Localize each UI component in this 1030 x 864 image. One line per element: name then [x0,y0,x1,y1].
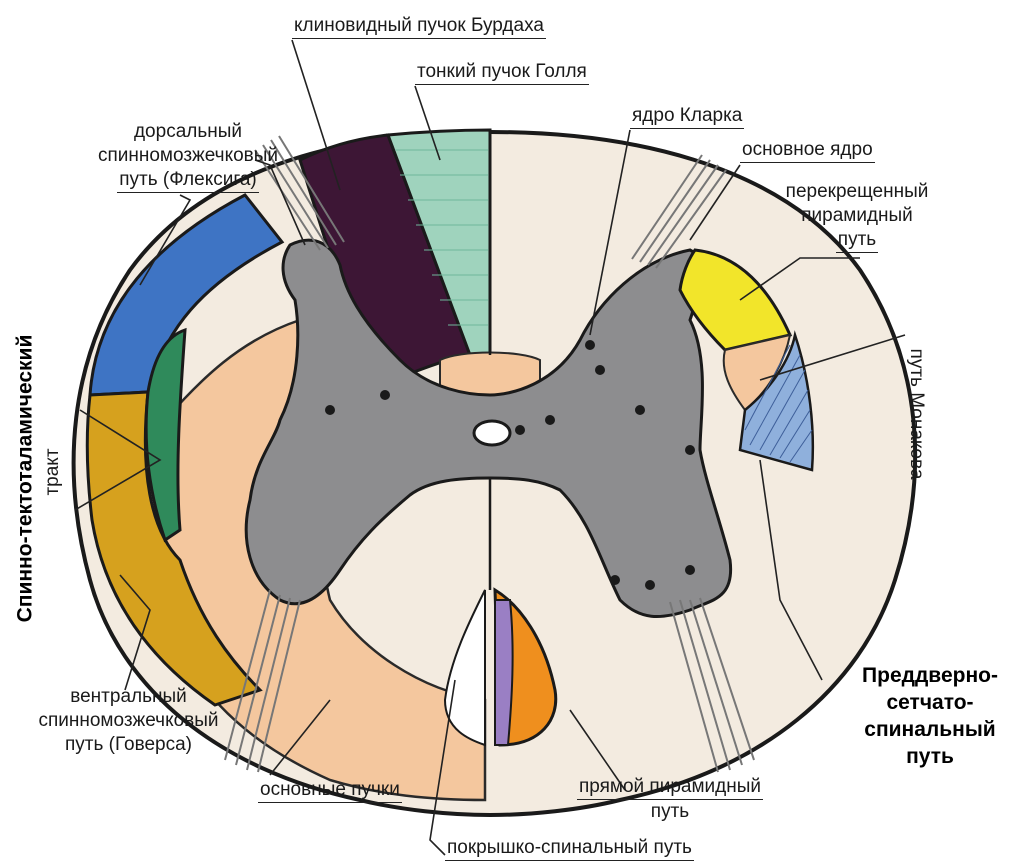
tectospinal-tract [495,600,513,745]
label-vrs-line2: сетчато- [830,689,1030,716]
label-crossed-pyramidal-line2: пирамидный [762,204,952,228]
label-dorsal-sc-line3: путь (Флексига) [117,168,259,193]
label-ventral-sc-line3: путь (Говерса) [6,733,251,757]
label-dorsal-sc-line2: спинномозжечковый [88,144,288,168]
label-vrs-line1: Преддверно- [830,662,1030,689]
label-tectospinal: покрышко-спинальный путь [445,836,694,861]
label-direct-pyramidal: прямой пирамидный путь [550,775,790,824]
label-fasciculus-cuneatus: клиновидный пучок Бурдаха [292,14,546,39]
label-ventral-sc-line2: спинномозжечковый [6,709,251,733]
label-vestibuloreticulospinal: Преддверно- сетчато- спинальный путь [830,662,1030,770]
label-ventral-spinocerebellar: вентральный спинномозжечковый путь (Гове… [6,685,251,757]
label-vrs-line3: спинальный [830,716,1030,743]
label-clarke-nucleus: ядро Кларка [630,104,744,129]
label-ventral-sc-line1: вентральный [6,685,251,709]
label-vrs-line4: путь [830,743,1030,770]
label-crossed-pyramidal-line1: перекрещенный [762,180,952,204]
label-fasciculus-gracilis: тонкий пучок Голля [415,60,589,85]
label-dorsal-spinocerebellar: дорсальный спинномозжечковый путь (Флекс… [88,120,288,193]
central-canal [474,421,510,445]
label-crossed-pyramidal: перекрещенный пирамидный путь [762,180,952,253]
label-spinotectothalamic: Спинно-тектоталамический [12,289,39,669]
label-tract: тракт [41,442,65,502]
label-crossed-pyramidal-line3: путь [836,228,878,253]
label-main-nucleus: основное ядро [740,138,875,163]
label-dorsal-sc-line1: дорсальный [88,120,288,144]
label-main-bundles: основные пучки [258,778,402,803]
label-rubrospinal: путь Монакова [904,324,928,504]
label-direct-pyramidal-line2: путь [550,800,790,824]
label-direct-pyramidal-line1: прямой пирамидный [577,775,763,800]
